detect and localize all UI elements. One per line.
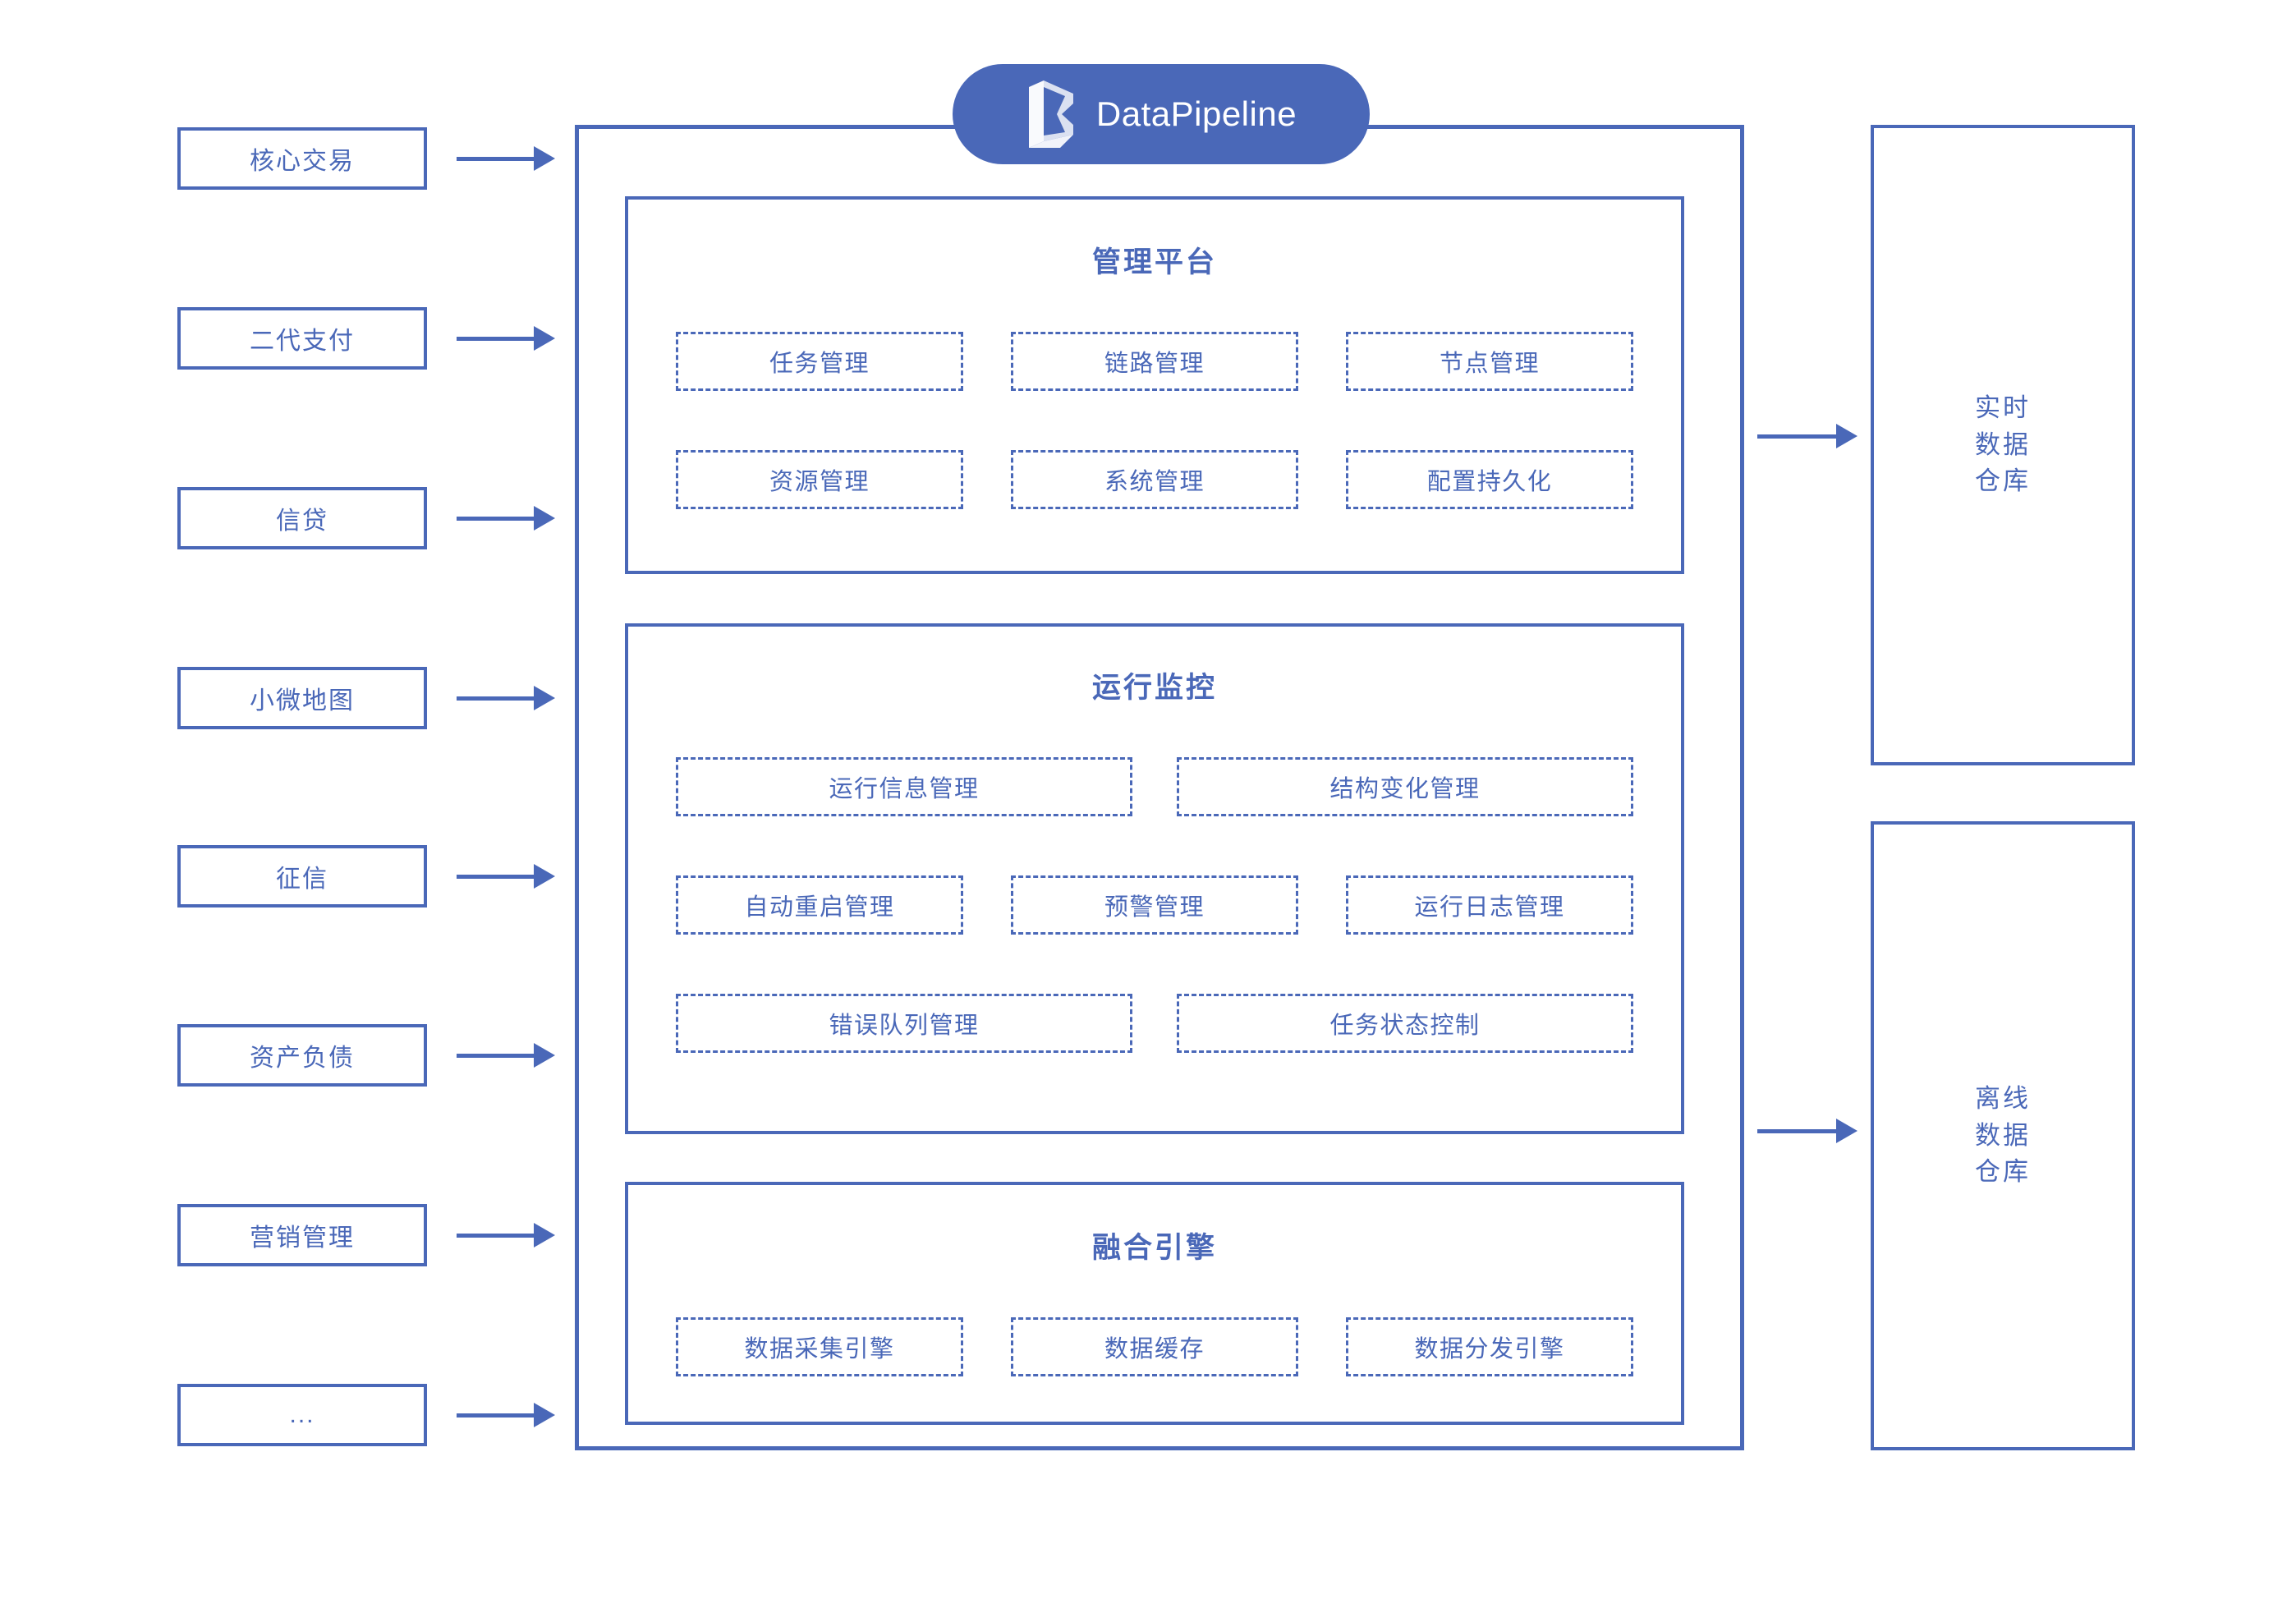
arrow-shaft xyxy=(457,336,534,341)
panel-row: 自动重启管理 预警管理 运行日志管理 xyxy=(628,875,1681,935)
panel-management-platform: 管理平台 任务管理 链路管理 节点管理 资源管理 系统管理 配置持久化 xyxy=(625,196,1684,574)
warehouse-label-line: 实时 xyxy=(1975,393,2031,422)
source-label: 营销管理 xyxy=(250,1225,355,1252)
source-label: 征信 xyxy=(276,866,328,893)
arrow-head xyxy=(534,326,555,351)
feature-cell[interactable]: 数据缓存 xyxy=(1011,1317,1298,1376)
warehouse-label-line: 数据 xyxy=(1975,1120,2031,1150)
feature-cell[interactable]: 自动重启管理 xyxy=(676,875,963,935)
panel-row: 运行信息管理 结构变化管理 xyxy=(628,757,1681,816)
feature-cell[interactable]: 任务状态控制 xyxy=(1177,994,1633,1053)
arrow-shaft xyxy=(1757,1128,1836,1133)
feature-cell[interactable]: 运行信息管理 xyxy=(676,757,1132,816)
source-label: 资产负债 xyxy=(250,1045,355,1072)
source-arrow-8 xyxy=(457,1403,555,1427)
source-arrow-7 xyxy=(457,1223,555,1247)
datapipeline-logo-badge: DataPipeline xyxy=(953,64,1370,164)
brand-name: DataPipeline xyxy=(1095,94,1297,133)
panel-title: 管理平台 xyxy=(1091,246,1217,278)
target-box-realtime-warehouse[interactable]: 实时 数据 仓库 xyxy=(1871,125,2135,765)
warehouse-label-line: 仓库 xyxy=(1975,1157,2031,1187)
panel-row: 资源管理 系统管理 配置持久化 xyxy=(628,450,1681,509)
arrow-shaft xyxy=(457,1053,534,1058)
source-arrow-5 xyxy=(457,864,555,889)
datapipeline-platform-container: 管理平台 任务管理 链路管理 节点管理 资源管理 系统管理 配置持久化 运行监控… xyxy=(575,125,1744,1450)
source-label: 二代支付 xyxy=(250,328,355,355)
source-label: ... xyxy=(289,1401,315,1428)
source-box-3[interactable]: 信贷 xyxy=(177,487,427,549)
arrow-shaft xyxy=(457,156,534,161)
warehouse-label-line: 仓库 xyxy=(1975,466,2031,496)
arrow-shaft xyxy=(457,516,534,521)
source-label: 核心交易 xyxy=(250,148,355,175)
source-arrow-2 xyxy=(457,326,555,351)
feature-cell[interactable]: 结构变化管理 xyxy=(1177,757,1633,816)
arrow-head xyxy=(1836,1119,1857,1143)
source-arrow-3 xyxy=(457,506,555,531)
panel-title: 运行监控 xyxy=(1091,672,1217,704)
target-arrow-offline xyxy=(1757,1119,1857,1143)
feature-cell[interactable]: 运行日志管理 xyxy=(1346,875,1633,935)
arrow-head xyxy=(534,1223,555,1247)
target-arrow-realtime xyxy=(1757,424,1857,448)
datapipeline-prism-logo-icon xyxy=(1026,79,1078,149)
feature-cell[interactable]: 数据采集引擎 xyxy=(676,1317,963,1376)
feature-cell[interactable]: 任务管理 xyxy=(676,332,963,391)
panel-fusion-engine: 融合引擎 数据采集引擎 数据缓存 数据分发引擎 xyxy=(625,1182,1684,1425)
arrow-shaft xyxy=(457,696,534,701)
source-arrow-1 xyxy=(457,146,555,171)
source-box-5[interactable]: 征信 xyxy=(177,845,427,907)
arrow-head xyxy=(1836,424,1857,448)
feature-cell[interactable]: 系统管理 xyxy=(1011,450,1298,509)
source-label: 信贷 xyxy=(276,508,328,535)
warehouse-label-line: 数据 xyxy=(1975,430,2031,459)
arrow-shaft xyxy=(457,1413,534,1418)
source-box-8[interactable]: ... xyxy=(177,1384,427,1446)
feature-cell[interactable]: 数据分发引擎 xyxy=(1346,1317,1633,1376)
source-label: 小微地图 xyxy=(250,687,355,714)
feature-cell[interactable]: 预警管理 xyxy=(1011,875,1298,935)
feature-cell[interactable]: 配置持久化 xyxy=(1346,450,1633,509)
panel-title: 融合引擎 xyxy=(1091,1232,1217,1264)
panel-row: 任务管理 链路管理 节点管理 xyxy=(628,332,1681,391)
arrow-head xyxy=(534,506,555,531)
arrow-shaft xyxy=(1757,434,1836,439)
warehouse-label-line: 离线 xyxy=(1975,1083,2031,1113)
source-arrow-6 xyxy=(457,1043,555,1068)
panel-row: 数据采集引擎 数据缓存 数据分发引擎 xyxy=(628,1317,1681,1376)
target-box-offline-warehouse[interactable]: 离线 数据 仓库 xyxy=(1871,821,2135,1450)
feature-cell[interactable]: 链路管理 xyxy=(1011,332,1298,391)
feature-cell[interactable]: 错误队列管理 xyxy=(676,994,1132,1053)
source-box-4[interactable]: 小微地图 xyxy=(177,667,427,729)
arrow-shaft xyxy=(457,874,534,879)
warehouse-label: 实时 数据 仓库 xyxy=(1975,390,2031,501)
source-box-7[interactable]: 营销管理 xyxy=(177,1204,427,1266)
source-arrow-4 xyxy=(457,686,555,710)
source-box-1[interactable]: 核心交易 xyxy=(177,127,427,190)
warehouse-label: 离线 数据 仓库 xyxy=(1975,1081,2031,1192)
arrow-head xyxy=(534,146,555,171)
source-box-6[interactable]: 资产负债 xyxy=(177,1024,427,1087)
panel-runtime-monitoring: 运行监控 运行信息管理 结构变化管理 自动重启管理 预警管理 运行日志管理 错误… xyxy=(625,623,1684,1134)
arrow-head xyxy=(534,864,555,889)
feature-cell[interactable]: 资源管理 xyxy=(676,450,963,509)
arrow-head xyxy=(534,1403,555,1427)
feature-cell[interactable]: 节点管理 xyxy=(1346,332,1633,391)
arrow-shaft xyxy=(457,1233,534,1238)
source-box-2[interactable]: 二代支付 xyxy=(177,307,427,370)
arrow-head xyxy=(534,686,555,710)
panel-row: 错误队列管理 任务状态控制 xyxy=(628,994,1681,1053)
arrow-head xyxy=(534,1043,555,1068)
